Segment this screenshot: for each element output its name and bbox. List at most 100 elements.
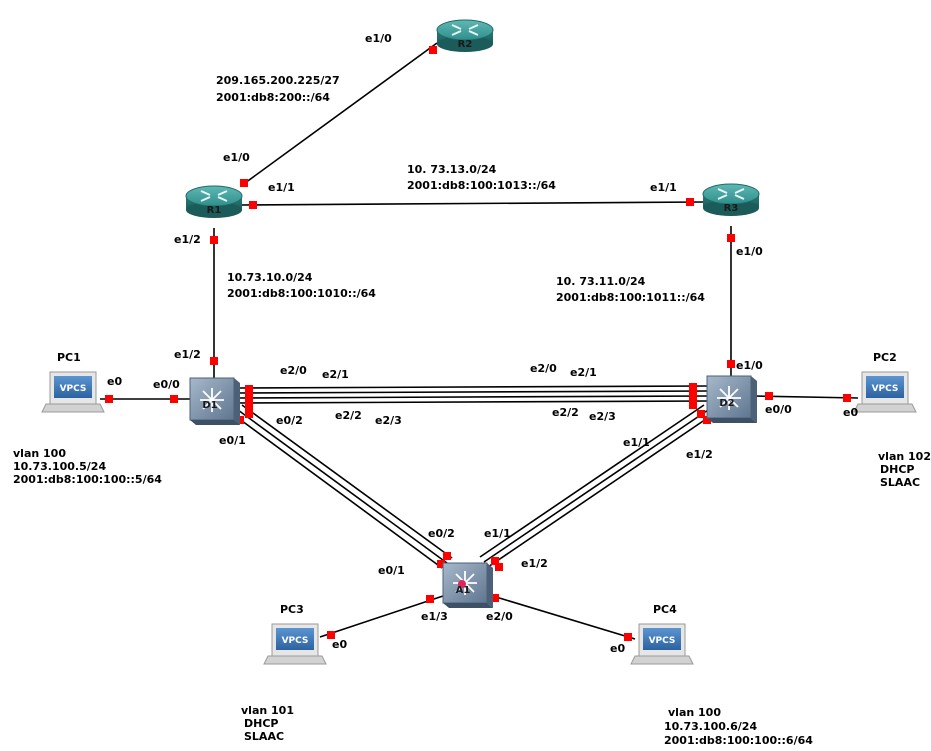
if-label-d1-e2-0: e2/0 xyxy=(280,364,307,377)
switch-arrows-icon xyxy=(717,386,741,410)
link-d2-a1-bundle[interactable] xyxy=(479,404,713,568)
vpcs-screen-label: VPCS xyxy=(872,384,899,394)
port-marker-r2-e1-0[interactable] xyxy=(429,46,437,54)
port-marker-d1-e0-2[interactable] xyxy=(245,410,253,418)
pc-pc3[interactable]: VPCS xyxy=(263,623,327,665)
link-r1-d1-ipv4: 10.73.10.0/24 xyxy=(227,271,313,284)
network-labels: 209.165.200.225/27 2001:db8:200::/64 10.… xyxy=(216,74,705,304)
switch-a1[interactable]: A1 xyxy=(442,562,493,608)
router-r3[interactable]: R3 xyxy=(702,183,760,216)
port-marker-a1-e1-1[interactable] xyxy=(491,557,499,565)
port-marker-a1-e0-1[interactable] xyxy=(437,560,445,568)
port-marker-d2-e1-1[interactable] xyxy=(697,410,705,418)
router-arrows-icon xyxy=(451,24,479,36)
if-label-r1-e1-1: e1/1 xyxy=(268,181,295,194)
pc4-ipv4: 10.73.100.6/24 xyxy=(664,720,757,733)
port-marker-a1-e1-3[interactable] xyxy=(426,595,434,603)
port-marker-a1-e1-2[interactable] xyxy=(495,563,503,571)
link-a1-pc4[interactable] xyxy=(485,593,636,640)
port-marker-d1-e1-2[interactable] xyxy=(210,357,218,365)
port-marker-d2-e2-0[interactable] xyxy=(689,383,697,391)
pc2-ipv6: SLAAC xyxy=(880,476,920,489)
vpcs-screen-label: VPCS xyxy=(282,636,309,646)
if-label-r3-e1-1: e1/1 xyxy=(650,181,677,194)
port-marker-d1-e2-0[interactable] xyxy=(245,385,253,393)
switch-d1-label: D1 xyxy=(202,400,217,411)
port-marker-d1-e2-3[interactable] xyxy=(245,403,253,411)
if-label-a1-e1-1: e1/1 xyxy=(484,527,511,540)
if-label-d1-e2-1: e2/1 xyxy=(322,368,349,381)
port-marker-d1-e2-2[interactable] xyxy=(245,397,253,405)
router-r2[interactable]: R2 xyxy=(436,19,494,52)
port-marker-pc4-e0[interactable] xyxy=(624,633,632,641)
port-marker-pc1-e0[interactable] xyxy=(105,395,113,403)
pc4-ipv6: 2001:db8:100:100::6/64 xyxy=(664,734,813,747)
switch-status-dot xyxy=(458,580,466,588)
link-r1-r2[interactable] xyxy=(244,42,438,184)
port-marker-r3-e1-0[interactable] xyxy=(727,234,735,242)
pc3-ipv6: SLAAC xyxy=(244,730,284,743)
pc-pc1[interactable]: VPCS xyxy=(41,371,105,413)
port-marker-a1-e0-2[interactable] xyxy=(443,552,451,560)
port-marker-r3-e1-1[interactable] xyxy=(686,198,694,206)
port-marker-d2-e1-0[interactable] xyxy=(727,360,735,368)
link-r3-d2-ipv6: 2001:db8:100:1011::/64 xyxy=(556,291,705,304)
port-marker-r1-e1-0[interactable] xyxy=(240,179,248,187)
switch-arrows-icon xyxy=(200,388,224,412)
if-label-d2-e1-2: e1/2 xyxy=(686,448,713,461)
if-label-d2-e0-0: e0/0 xyxy=(765,403,792,416)
vpcs-screen-label: VPCS xyxy=(649,636,676,646)
if-label-pc1-e0: e0 xyxy=(107,375,122,388)
port-marker-d1-e0-0[interactable] xyxy=(170,395,178,403)
port-marker-d2-e0-0[interactable] xyxy=(765,392,773,400)
pc4-name-label: PC4 xyxy=(653,603,677,616)
port-marker-a1-e2-0[interactable] xyxy=(491,594,499,602)
pc-pc2[interactable]: VPCS xyxy=(853,371,917,413)
pc1-ipv4: 10.73.100.5/24 xyxy=(13,460,106,473)
port-marker-d2-e2-2[interactable] xyxy=(689,395,697,403)
port-marker-r1-e1-2[interactable] xyxy=(210,236,218,244)
links xyxy=(100,42,859,640)
vpcs-screen-label: VPCS xyxy=(60,384,87,394)
router-arrows-icon xyxy=(717,188,745,200)
router-r2-label: R2 xyxy=(458,39,473,50)
router-r1[interactable]: R1 xyxy=(185,185,243,218)
port-marker-d2-e1-2[interactable] xyxy=(703,416,711,424)
port-marker-pc2-e0[interactable] xyxy=(843,394,851,402)
link-d1-d2-bundle[interactable] xyxy=(233,385,711,404)
port-marker-d2-e2-1[interactable] xyxy=(689,389,697,397)
port-marker-pc3-e0[interactable] xyxy=(327,631,335,639)
port-marker-d1-e2-1[interactable] xyxy=(245,391,253,399)
if-label-d2-e2-0: e2/0 xyxy=(530,362,557,375)
if-label-a1-e1-3: e1/3 xyxy=(421,610,448,623)
if-label-pc2-e0: e0 xyxy=(843,406,858,419)
link-r1-d1-ipv6: 2001:db8:100:1010::/64 xyxy=(227,287,376,300)
switch-d2-label: D2 xyxy=(719,398,734,409)
pc3-name-label: PC3 xyxy=(280,603,304,616)
pc-pc4[interactable]: VPCS xyxy=(630,623,694,665)
switch-d1[interactable]: D1 xyxy=(189,377,240,425)
link-r1-r2-ipv4: 209.165.200.225/27 xyxy=(216,74,340,87)
link-r1-r3-ipv6: 2001:db8:100:1013::/64 xyxy=(407,179,556,192)
link-d1-a1-bundle[interactable] xyxy=(233,404,453,569)
if-label-a1-e0-2: e0/2 xyxy=(428,527,455,540)
pc3-ipv4: DHCP xyxy=(244,717,278,730)
interface-labels: e1/0 e1/0 e1/1 e1/1 e1/2 e1/0 e1/2 e1/0 … xyxy=(107,32,858,655)
if-label-r1-e1-0: e1/0 xyxy=(223,151,250,164)
host-info: vlan 100 10.73.100.5/24 2001:db8:100:100… xyxy=(13,447,931,747)
if-label-r2-e1-0: e1/0 xyxy=(365,32,392,45)
switch-d2[interactable]: D2 xyxy=(706,375,757,423)
if-label-d2-e2-2: e2/2 xyxy=(552,406,579,419)
if-label-pc3-e0: e0 xyxy=(332,638,347,651)
if-label-r3-e1-0: e1/0 xyxy=(736,245,763,258)
if-label-r1-e1-2: e1/2 xyxy=(174,233,201,246)
link-r1-r3[interactable] xyxy=(239,201,704,206)
if-label-d1-e2-3: e2/3 xyxy=(375,414,402,427)
if-label-d2-e1-1: e1/1 xyxy=(623,436,650,449)
port-marker-d2-e2-3[interactable] xyxy=(689,401,697,409)
if-label-d1-e0-0: e0/0 xyxy=(153,378,180,391)
link-a1-pc3[interactable] xyxy=(319,595,444,638)
port-marker-r1-e1-1[interactable] xyxy=(249,201,257,209)
pc2-vlan: vlan 102 xyxy=(878,450,931,463)
